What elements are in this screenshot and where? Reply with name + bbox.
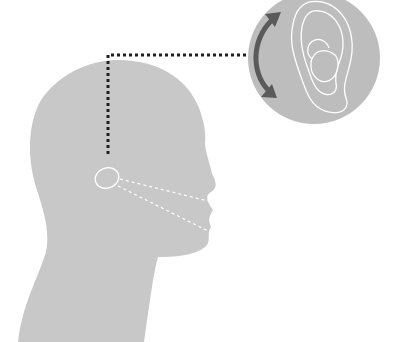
ear-detail-inset bbox=[248, 0, 380, 124]
head-silhouette bbox=[18, 60, 216, 342]
